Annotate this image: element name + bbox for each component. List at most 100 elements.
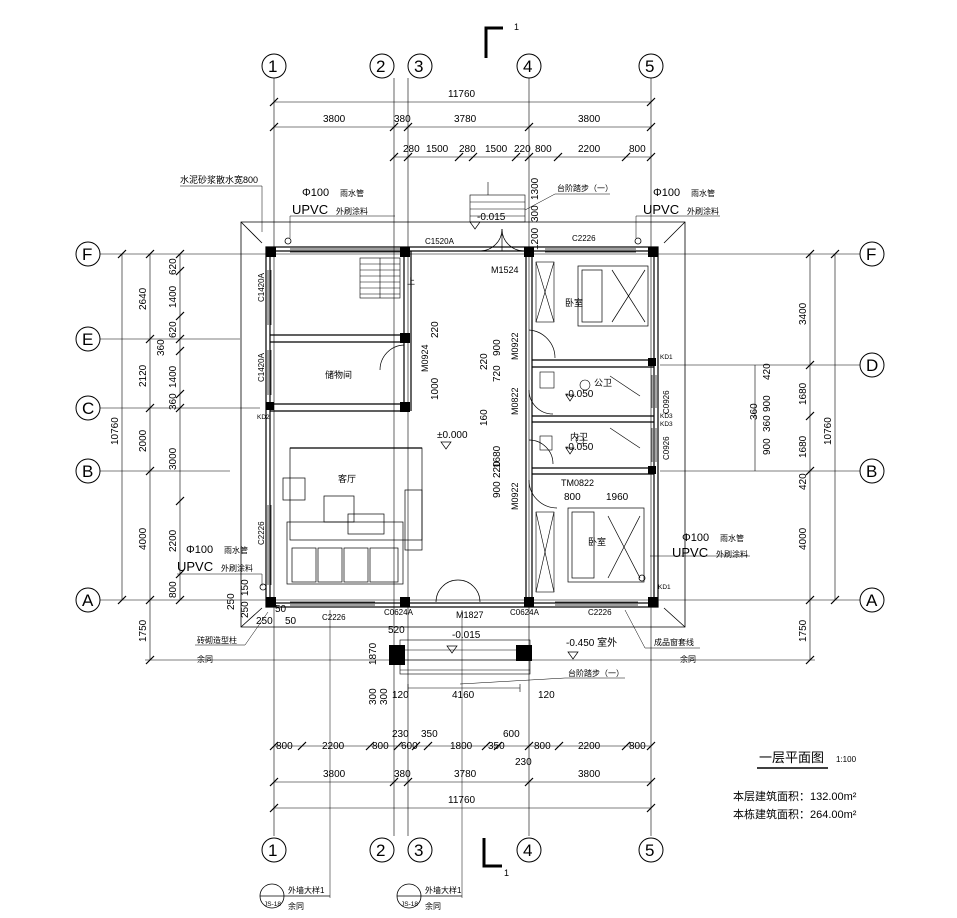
- dim-bottom-open-2: 2200: [322, 741, 345, 752]
- room-private-bath: 内卫: [570, 431, 588, 442]
- dim-top-bay-4: 3800: [578, 114, 601, 125]
- level-bath-2: -0.050: [565, 442, 594, 453]
- note-pipe-size-1: Φ100: [302, 187, 329, 199]
- dim-left-sub-1: 620: [168, 258, 179, 275]
- small-dim-2: 50: [275, 604, 287, 615]
- axis-label-bottom-2: 2: [376, 841, 385, 860]
- window-kd3-a: KD3: [660, 413, 673, 420]
- dim-right-sub-5: 360: [762, 415, 773, 432]
- mid-dim-17: 4160: [452, 690, 475, 701]
- dim-left-bay-2: 2120: [138, 364, 149, 387]
- dim-top-total: 11760: [448, 89, 476, 100]
- axis-bubbles-top: [261, 53, 664, 79]
- axis-label-right-D: D: [866, 356, 878, 375]
- door-m0822: M0822: [510, 387, 520, 415]
- dim-top-bay-2: 380: [394, 114, 411, 125]
- section-mark-top: [484, 26, 503, 58]
- dim-right-bay-5: 1750: [798, 619, 809, 642]
- living-furniture: [282, 447, 423, 585]
- apron-outline: [240, 221, 686, 628]
- axis-label-top-2: 2: [376, 57, 385, 76]
- detail-ref-title-2: 外墙大样1: [425, 885, 462, 895]
- dim-top-open-2: 1500: [426, 144, 449, 155]
- bed-top: [577, 265, 649, 327]
- mid-dim-4: 720: [492, 365, 503, 382]
- mid-dim-20: 300: [530, 205, 541, 222]
- dim-left-bay-4: 4000: [138, 527, 149, 550]
- mid-dim-13: 1870: [368, 642, 379, 665]
- floor-area: 本层建筑面积：132.00m²: [733, 789, 857, 803]
- dim-right-sub-6: 420: [798, 473, 809, 490]
- window-kd3-b: KD3: [660, 421, 673, 428]
- dim-right-sub-2: 900: [762, 395, 773, 412]
- axis-label-left-B: B: [82, 462, 93, 481]
- dim-bottom-open-5: 350: [421, 729, 438, 740]
- dim-bottom-bay-3: 3780: [454, 769, 477, 780]
- axis-label-top-5: 5: [645, 57, 654, 76]
- door-swings: [379, 228, 558, 603]
- small-dim-3: 150: [240, 579, 251, 596]
- note-pipe-spec-4: UPVC: [672, 545, 708, 560]
- level-markers: [440, 221, 579, 660]
- mid-dim-19: 1200: [530, 227, 541, 250]
- dim-bottom-open-10: 800: [629, 741, 646, 752]
- axis-grid-lines: [100, 78, 860, 836]
- dim-right-sub-4: 900: [762, 438, 773, 455]
- room-bedroom-bottom: 卧室: [588, 536, 606, 547]
- dim-bottom-bay-4: 3800: [578, 769, 601, 780]
- dimension-lines: [121, 101, 836, 809]
- door-m0922-a: M0922: [510, 332, 520, 360]
- window-kd1-bottom: KD1: [658, 584, 671, 591]
- mid-dim-8: 900: [492, 481, 503, 498]
- mid-dim-14: 300: [368, 688, 379, 705]
- drawing-title: 一层平面图: [759, 750, 824, 765]
- mid-dim-16: 120: [392, 690, 409, 701]
- room-storage: 储物间: [325, 369, 352, 380]
- dim-left-sub-4: 360: [156, 339, 167, 356]
- dim-left-sub-3: 620: [168, 321, 179, 338]
- axis-label-top-1: 1: [268, 57, 277, 76]
- axis-label-right-A: A: [866, 591, 878, 610]
- dim-bottom-open-9: 2200: [578, 741, 601, 752]
- axis-label-left-A: A: [82, 591, 94, 610]
- dim-top-open-7: 2200: [578, 144, 601, 155]
- mid-dim-7: 1680: [492, 445, 503, 468]
- drawing-scale: 1:100: [836, 755, 857, 764]
- mid-dim-11: 1960: [606, 492, 629, 503]
- window-c2226-top: C2226: [572, 234, 596, 243]
- top-steps: [469, 182, 526, 223]
- note-pipe-spec-2: UPVC: [643, 202, 679, 217]
- total-area: 本栋建筑面积：264.00m²: [733, 807, 857, 821]
- door-m1524: M1524: [491, 265, 519, 275]
- axis-label-left-E: E: [82, 330, 93, 349]
- detail-ref-title-1: 外墙大样1: [288, 885, 325, 895]
- room-living: 客厅: [338, 473, 356, 484]
- axis-label-left-C: C: [82, 399, 94, 418]
- level-front: -0.015: [452, 630, 481, 641]
- detail-ref-note-2: 余同: [425, 901, 441, 911]
- dim-bottom-small-4: 230: [515, 757, 532, 768]
- axis-bubbles-bottom: [261, 837, 664, 863]
- axis-bubbles-left: [75, 241, 101, 613]
- dim-top-open-1: 280: [403, 144, 420, 155]
- dim-right-bay-4: 4000: [798, 527, 809, 550]
- dim-right-total: 10760: [823, 417, 834, 445]
- detail-ref-bubbles: [259, 883, 462, 909]
- note-pipe-paint-3: 外刷涂料: [221, 563, 253, 573]
- window-c0624a-2: C0624A: [510, 608, 540, 617]
- mid-dim-6: 1000: [430, 377, 441, 400]
- note-pipe-name-2: 雨水管: [691, 188, 715, 198]
- window-c0624a-1: C0624A: [384, 608, 414, 617]
- dim-right-bay-1: 3400: [798, 302, 809, 325]
- door-m0922-c: M0922: [510, 482, 520, 510]
- dim-bottom-bay-1: 3800: [323, 769, 346, 780]
- note-step-top: 台阶踏步（一）: [557, 183, 613, 193]
- note-window-trim: 成品窗套线: [654, 637, 694, 647]
- dim-left-sub-8: 2200: [168, 529, 179, 552]
- dim-left-sub-9: 800: [168, 581, 179, 598]
- note-yutong-right: 余同: [680, 654, 696, 664]
- dim-bottom-small-3: 600: [503, 729, 520, 740]
- door-m1827: M1827: [456, 610, 484, 620]
- note-pipe-size-2: Φ100: [653, 187, 680, 199]
